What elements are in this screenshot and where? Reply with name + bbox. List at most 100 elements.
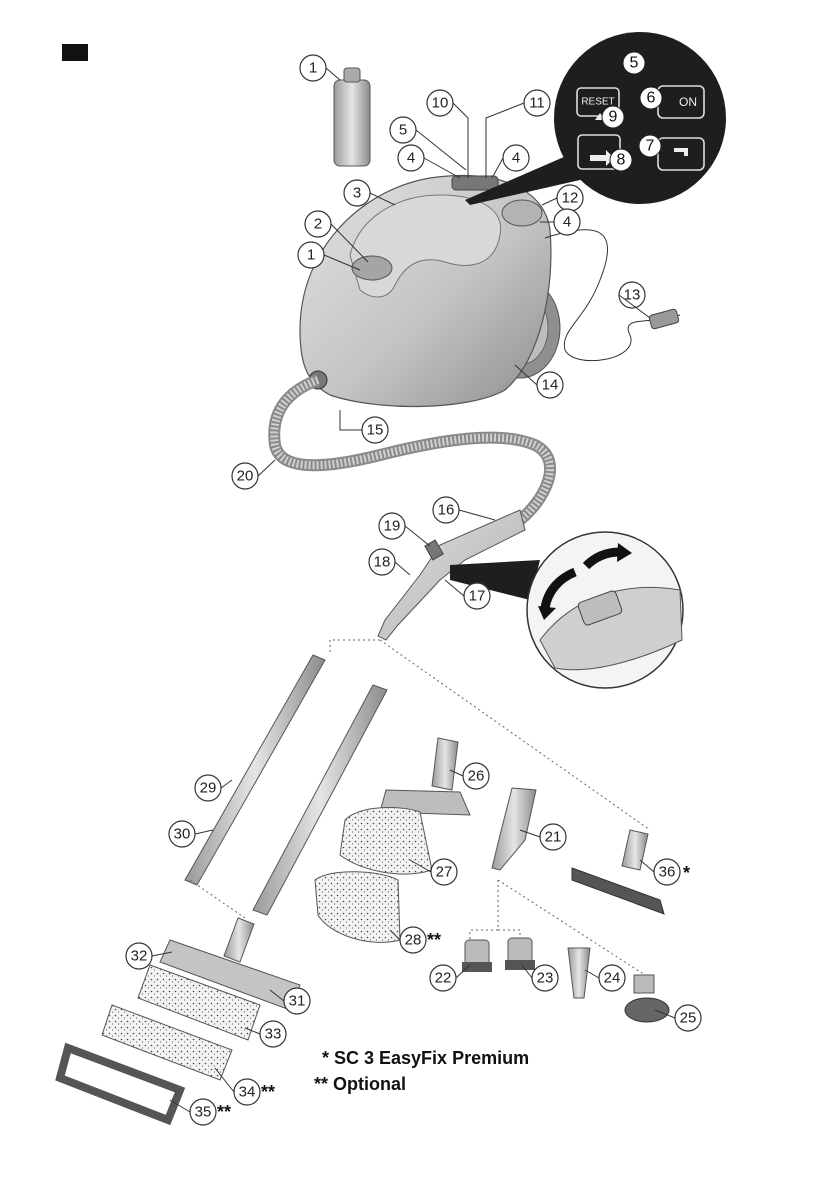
callout-4-lower: 4	[554, 209, 580, 235]
svg-text:28: 28	[405, 932, 422, 949]
on-label: ON	[679, 95, 697, 109]
callout-33: 33	[260, 1021, 286, 1047]
callout-2: 2	[305, 211, 331, 237]
control-panel-strip	[452, 176, 498, 190]
callout-23: 23	[532, 965, 558, 991]
callout-4-left: 4	[398, 145, 424, 171]
callout-11: 11	[524, 90, 550, 116]
svg-text:32: 32	[131, 948, 148, 965]
svg-text:31: 31	[289, 993, 306, 1010]
svg-text:33: 33	[265, 1026, 282, 1043]
svg-text:22: 22	[435, 970, 452, 987]
svg-text:24: 24	[604, 970, 621, 987]
callout-20: 20	[232, 463, 258, 489]
svg-text:10: 10	[432, 95, 449, 112]
cable-holder	[502, 200, 542, 226]
svg-text:7: 7	[646, 138, 655, 155]
svg-text:21: 21	[545, 829, 562, 846]
callout-36: 36	[654, 859, 680, 885]
svg-text:8: 8	[617, 152, 626, 169]
callout-15: 15	[362, 417, 388, 443]
terry-cloth-cover	[340, 807, 432, 874]
svg-text:12: 12	[562, 190, 579, 207]
legend-premium: * SC 3 EasyFix Premium	[322, 1048, 529, 1069]
mains-plug	[649, 309, 680, 330]
callout-26: 26	[463, 763, 489, 789]
callout-34: 34	[234, 1079, 260, 1105]
assembly-line	[190, 880, 245, 918]
premium-marker-36: *	[683, 863, 690, 883]
svg-text:4: 4	[563, 214, 571, 231]
svg-text:1: 1	[309, 60, 317, 77]
legend-optional: ** Optional	[314, 1074, 406, 1095]
control-panel-zoom: RESET ON 5 6 9 7 8	[554, 32, 726, 204]
svg-text:4: 4	[512, 150, 520, 167]
callout-1-cap: 1	[298, 242, 324, 268]
callout-1-cartridge: 1	[300, 55, 326, 81]
svg-text:13: 13	[624, 287, 641, 304]
panel-callout-9: 9	[602, 106, 624, 128]
svg-text:3: 3	[353, 185, 361, 202]
svg-text:30: 30	[174, 826, 191, 843]
optional-marker-35: **	[217, 1102, 231, 1122]
round-brush-small-2	[505, 938, 535, 970]
callout-35: 35	[190, 1099, 216, 1125]
svg-text:35: 35	[195, 1104, 212, 1121]
callout-19: 19	[379, 513, 405, 539]
svg-text:11: 11	[529, 95, 545, 112]
svg-text:19: 19	[384, 518, 401, 535]
svg-text:1: 1	[307, 247, 315, 264]
callout-32: 32	[126, 943, 152, 969]
callout-16: 16	[433, 497, 459, 523]
callout-21: 21	[540, 824, 566, 850]
callout-25: 25	[675, 1005, 701, 1031]
hand-nozzle	[380, 738, 470, 815]
callout-29: 29	[195, 775, 221, 801]
svg-text:9: 9	[609, 109, 618, 126]
callout-28: 28	[400, 927, 426, 953]
panel-callout-7: 7	[639, 135, 661, 157]
svg-text:26: 26	[468, 768, 485, 785]
assembly-line	[470, 880, 520, 940]
decalcification-cartridge	[334, 68, 370, 166]
panel-callout-6: 6	[640, 87, 662, 109]
svg-text:6: 6	[647, 90, 656, 107]
callout-17: 17	[464, 583, 490, 609]
point-jet-nozzle	[568, 948, 590, 998]
svg-text:4: 4	[407, 150, 415, 167]
extension-tube-left	[185, 655, 325, 885]
callout-5: 5	[390, 117, 416, 143]
panel-callout-8: 8	[610, 149, 632, 171]
svg-text:18: 18	[374, 554, 391, 571]
panel-callout-5: 5	[623, 52, 645, 74]
svg-text:36: 36	[659, 864, 676, 881]
steam-cleaner-body	[300, 150, 580, 406]
callout-24: 24	[599, 965, 625, 991]
svg-text:25: 25	[680, 1010, 697, 1027]
svg-text:17: 17	[469, 588, 486, 605]
callout-3: 3	[344, 180, 370, 206]
large-round-brush	[625, 975, 669, 1022]
svg-text:2: 2	[314, 216, 322, 233]
detail-nozzle	[492, 788, 536, 870]
zoom-wedge-gun	[450, 560, 540, 600]
svg-text:5: 5	[399, 122, 407, 139]
svg-text:29: 29	[200, 780, 217, 797]
callout-27: 27	[431, 859, 457, 885]
round-brush-small-1	[462, 940, 492, 972]
steam-gun-detail-zoom	[527, 532, 683, 688]
callout-22: 22	[430, 965, 456, 991]
callout-4-right: 4	[503, 145, 529, 171]
svg-text:14: 14	[542, 377, 559, 394]
carpet-glider-frame	[60, 1048, 180, 1120]
microfiber-cover	[315, 872, 400, 943]
callout-14: 14	[537, 372, 563, 398]
svg-text:16: 16	[438, 502, 455, 519]
callout-30: 30	[169, 821, 195, 847]
optional-marker-28: **	[427, 930, 441, 950]
svg-text:34: 34	[239, 1084, 256, 1101]
callout-12: 12	[557, 185, 583, 211]
window-nozzle	[572, 830, 664, 914]
